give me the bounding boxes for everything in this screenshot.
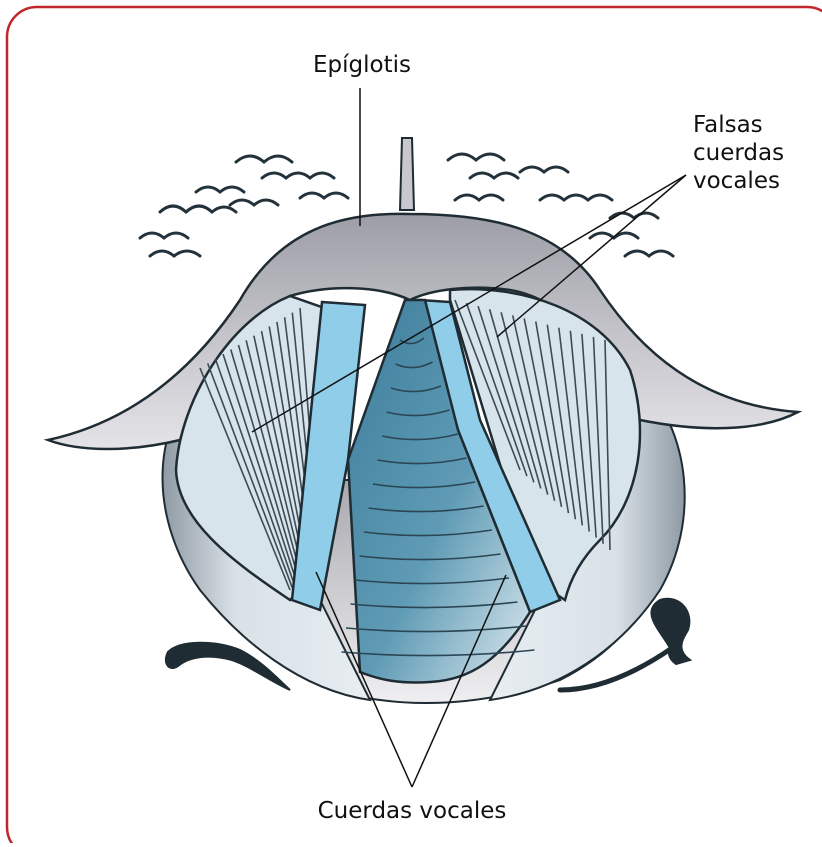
- label-false-vocal-cords: Falsas cuerdas vocales: [693, 112, 791, 194]
- right-arytenoid-hook: [651, 599, 690, 664]
- epiglottis-frenulum: [400, 138, 414, 210]
- label-epiglottis: Epíglotis: [313, 52, 411, 78]
- label-false-line-2: cuerdas: [693, 140, 784, 166]
- label-false-line-3: vocales: [693, 168, 780, 194]
- label-false-line-1: Falsas: [693, 112, 763, 138]
- label-vocal-cords: Cuerdas vocales: [318, 798, 507, 824]
